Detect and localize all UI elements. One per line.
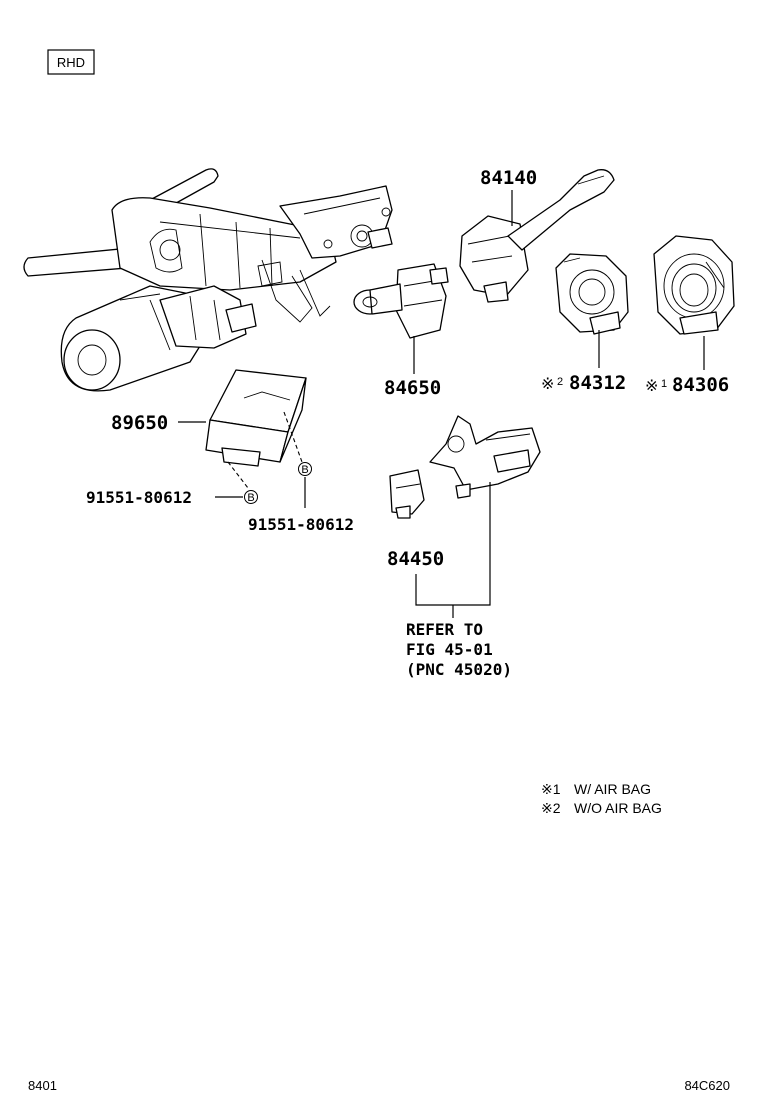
svg-text:B: B — [247, 492, 254, 504]
bolt-part-number-right: 91551-80612 — [248, 515, 354, 534]
part-number-84140: 84140 — [480, 167, 537, 189]
switch-84450-illustration — [389, 469, 425, 519]
bolt-part-number-left: 91551-80612 — [86, 488, 192, 507]
svg-text:B: B — [301, 464, 308, 476]
part-number-84312: 84312 — [569, 372, 626, 394]
bolt-marker-right: B — [298, 462, 312, 476]
rhd-badge: RHD — [47, 49, 95, 75]
ecu-89650-illustration — [205, 369, 307, 467]
part-number-89650: 89650 — [111, 412, 168, 434]
refer-line-3: (PNC 45020) — [406, 660, 512, 679]
switch-assembly-84650-illustration — [353, 263, 449, 339]
ignition-housing-illustration — [429, 415, 541, 499]
note-mark-84312: ※ — [541, 376, 554, 393]
spiral-cable-84306-illustration — [653, 235, 735, 335]
refer-line-2: FIG 45-01 — [406, 640, 493, 659]
part-number-84306: 84306 — [672, 374, 729, 396]
steering-column-illustration — [23, 168, 393, 392]
bolt-marker-left: B — [244, 490, 258, 504]
legend: ※1 W/ AIR BAG ※2 W/O AIR BAG — [541, 781, 662, 816]
part-number-84650: 84650 — [384, 377, 441, 399]
note-mark-84306-num: 1 — [661, 378, 667, 390]
spiral-cable-84312-illustration — [555, 253, 629, 335]
footer-right-code: 84C620 — [684, 1078, 730, 1093]
note-mark-84306: ※ — [645, 378, 658, 395]
legend-mark-2: ※2 — [541, 800, 561, 816]
note-mark-84312-num: 2 — [557, 376, 563, 388]
footer-left-code: 8401 — [28, 1078, 57, 1093]
rhd-badge-label: RHD — [57, 55, 85, 70]
combination-switch-illustration — [459, 169, 615, 303]
legend-mark-1: ※1 — [541, 781, 561, 797]
legend-text-2: W/O AIR BAG — [574, 800, 662, 816]
legend-text-1: W/ AIR BAG — [574, 781, 651, 797]
part-number-84450: 84450 — [387, 548, 444, 570]
refer-note: REFER TO FIG 45-01 (PNC 45020) — [406, 620, 512, 679]
refer-line-1: REFER TO — [406, 620, 483, 639]
